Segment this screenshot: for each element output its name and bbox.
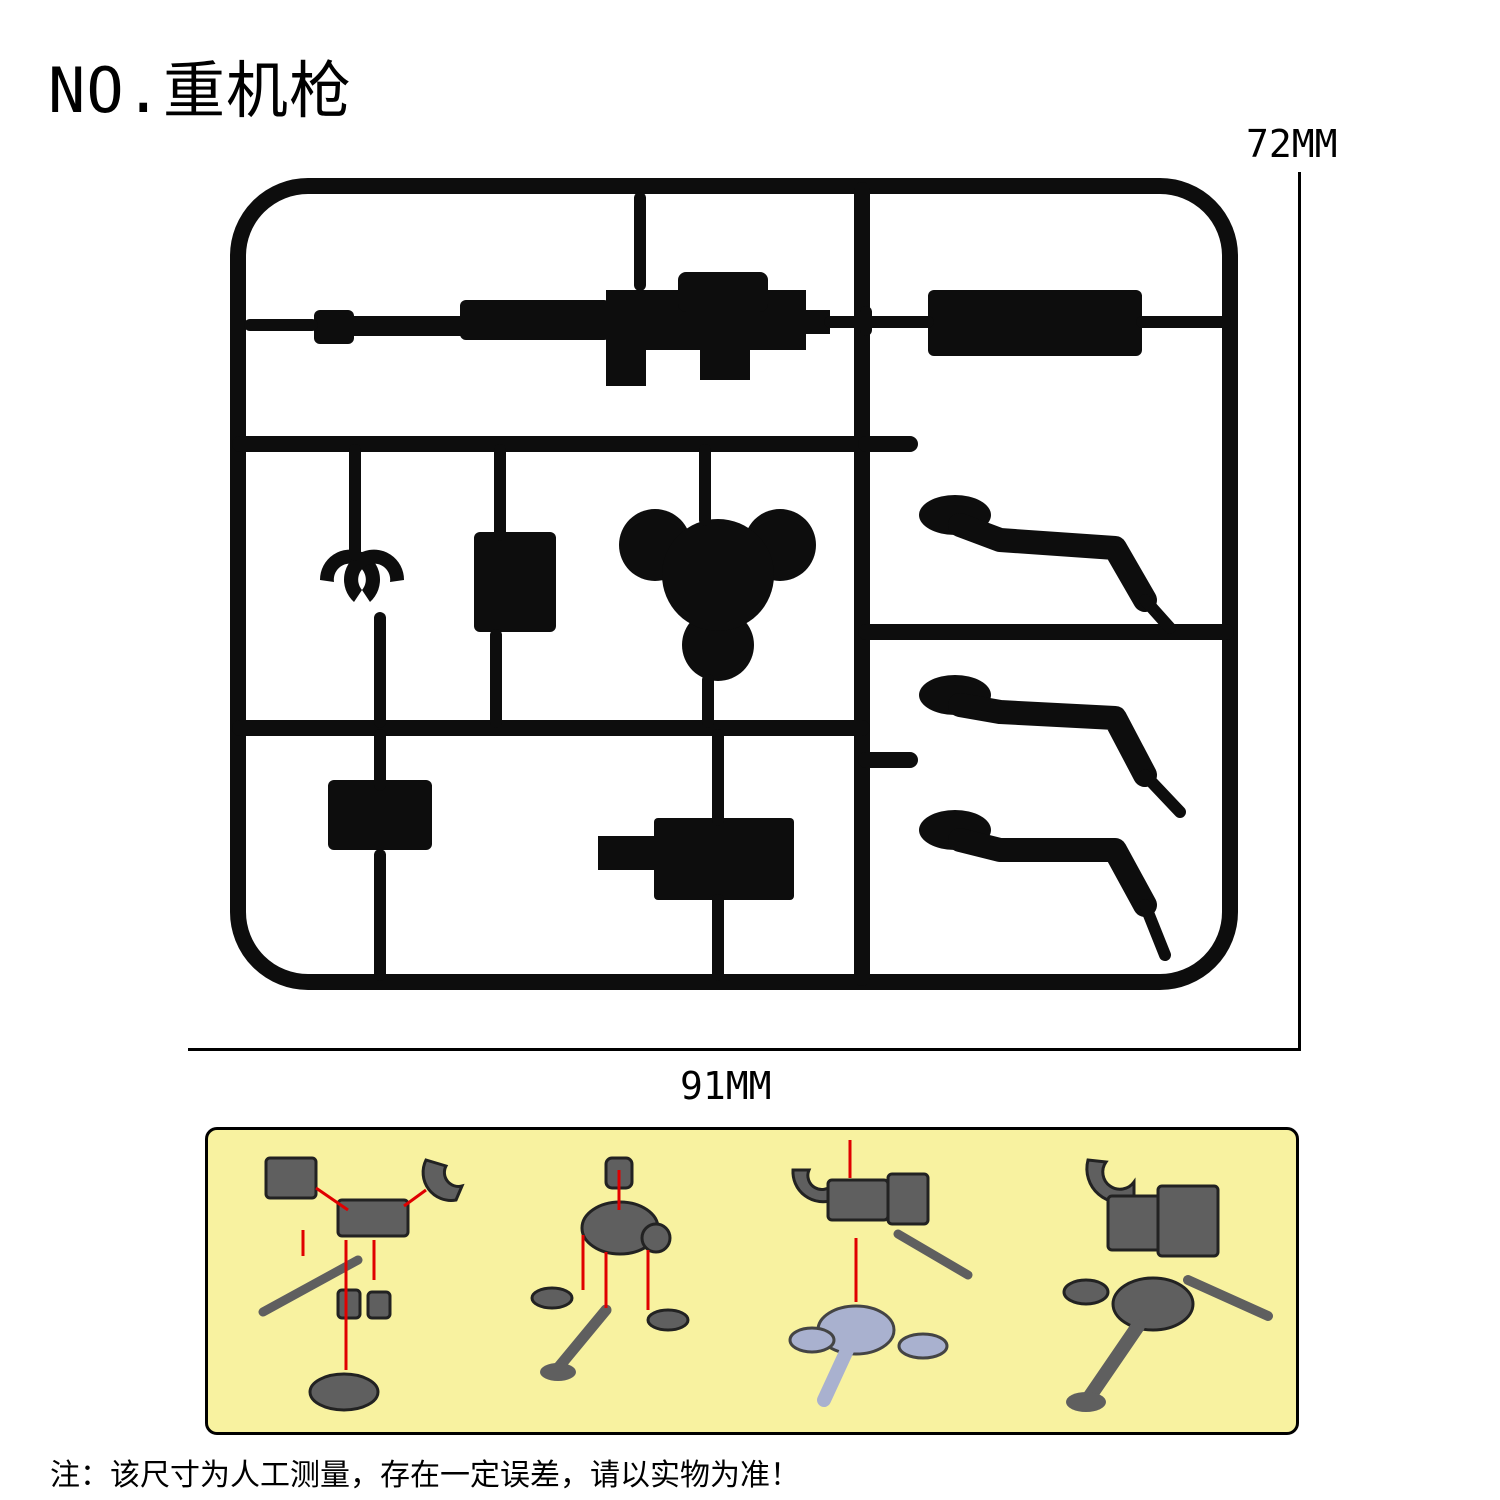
assembly-step-3-icon (788, 1140, 973, 1407)
assembly-step-4-icon (1062, 1158, 1273, 1412)
assembly-instructions-panel (205, 1127, 1299, 1435)
assembly-steps-illustration-icon (258, 1140, 1273, 1412)
product-title: NO.重机枪 (48, 54, 352, 127)
heavy-machine-gun-sprue-icon (230, 178, 1238, 990)
dimension-height-line (1298, 172, 1301, 1050)
assembly-step-1-icon (258, 1156, 465, 1412)
assembly-step-2-icon (530, 1156, 690, 1381)
dimension-width-label: 91MM (680, 1064, 772, 1108)
measurement-note: 注：该尺寸为人工测量，存在一定误差，请以实物为准！ (50, 1458, 800, 1493)
dimension-width-line (188, 1048, 1301, 1051)
dimension-height-label: 72MM (1246, 122, 1338, 166)
